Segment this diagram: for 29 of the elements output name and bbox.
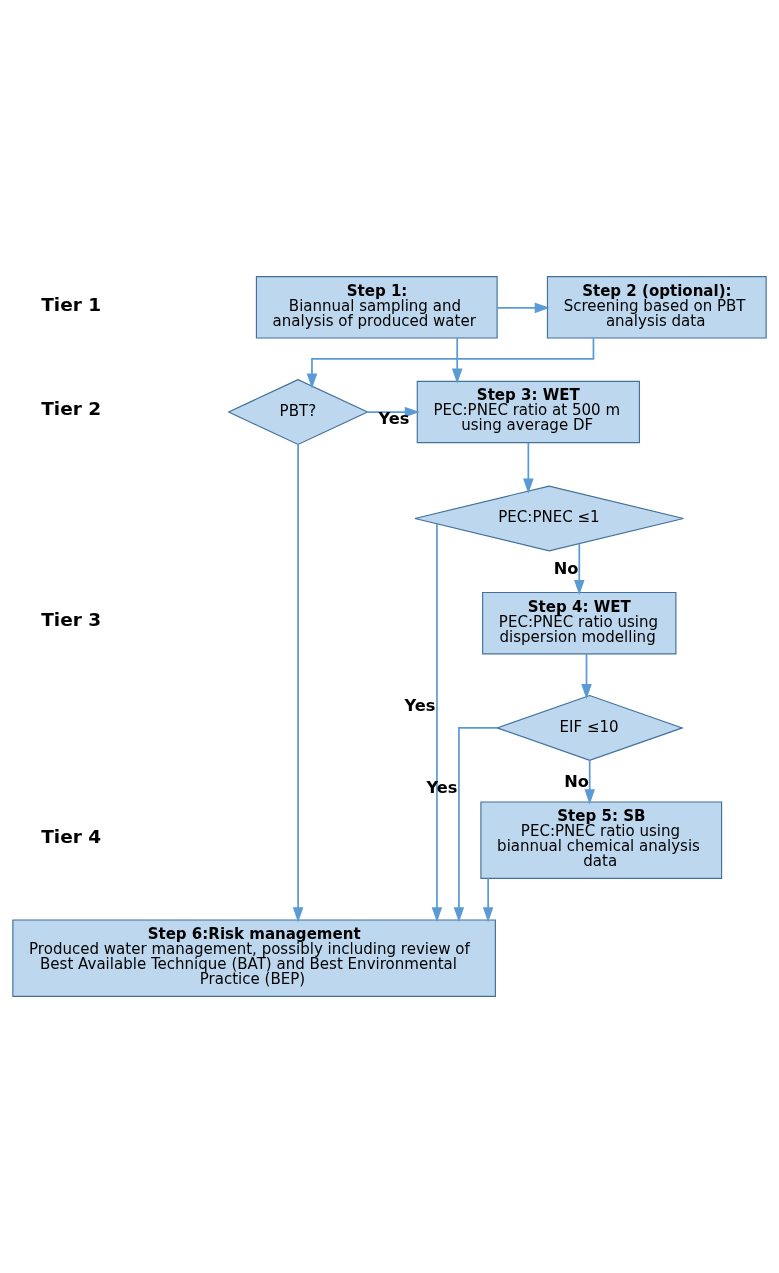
node-box: Step 3: WET PEC:PNEC ratio at 500 m using average DF	[416, 380, 641, 444]
node-box: Step 1: Biannual sampling and analysis of produced water	[255, 276, 498, 339]
label: Tier 2	[41, 398, 102, 420]
label: Tier 4	[41, 826, 102, 848]
edge-label: No	[553, 559, 579, 579]
arrow	[451, 337, 463, 384]
arrow	[306, 337, 595, 389]
node-diamond: EIF ≤10	[495, 694, 684, 761]
arrow	[482, 877, 494, 923]
arrow	[453, 727, 498, 923]
arrow	[431, 523, 443, 923]
node-diamond: PEC:PNEC ≤1	[414, 485, 684, 552]
arrow	[574, 542, 585, 596]
node-box: Step 6:Risk management Produced water management, possibly including review of Best Available Technique (BAT) and Best Environmental Practice (BEP)	[12, 919, 496, 997]
label: Tier 3	[41, 609, 102, 631]
arrow	[292, 443, 304, 923]
edge-label: Yes	[404, 695, 436, 715]
edge-label: No	[564, 772, 589, 792]
node-box: Step 2 (optional): Screening based on PBT analysis data	[546, 276, 767, 339]
node-box: Step 5: SB PEC:PNEC ratio using biannual chemical analysis data	[480, 801, 723, 879]
label: Tier 1	[41, 293, 102, 315]
node-box: Step 4: WET PEC:PNEC ratio using dispersion modelling	[482, 591, 677, 655]
edge-label: Yes	[378, 408, 410, 428]
arrow	[366, 406, 420, 418]
arrow	[496, 302, 550, 314]
arrow	[584, 759, 595, 805]
arrow	[523, 441, 534, 494]
node-diamond: PBT?	[227, 378, 369, 446]
arrow	[581, 653, 592, 700]
